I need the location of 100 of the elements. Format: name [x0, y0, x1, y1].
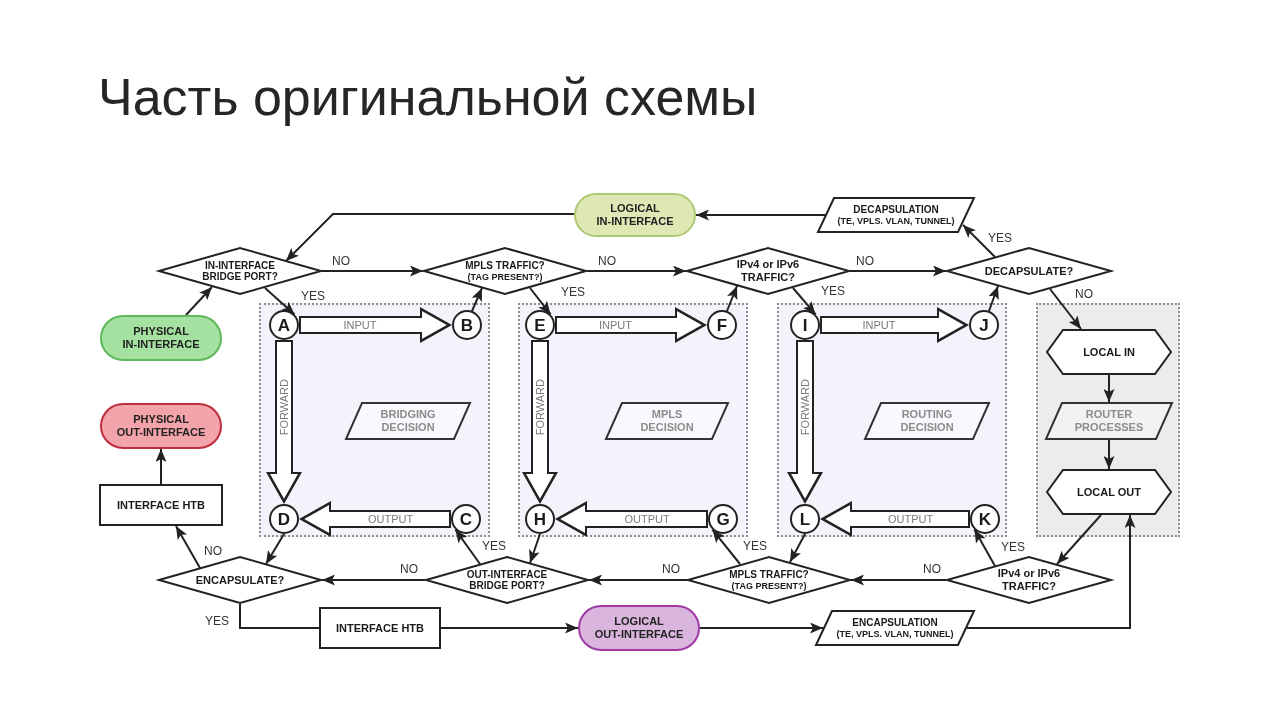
edge-label: NO: [1074, 287, 1094, 301]
arrow: [1056, 514, 1102, 565]
edge-label: NO: [597, 254, 617, 268]
edge-label: NO: [203, 544, 223, 558]
data-parallelogram: BRIDGING DECISION: [345, 402, 471, 440]
arrow: [699, 622, 824, 634]
data-parallelogram: [815, 610, 975, 646]
terminal-pill: PHYSICAL IN-INTERFACE: [100, 315, 222, 361]
circled-letter: C: [451, 504, 481, 534]
arrow: [529, 287, 552, 316]
circled-letter: E: [525, 310, 555, 340]
edge-label: YES: [1000, 540, 1026, 554]
circled-letter: G: [708, 504, 738, 534]
edge-label: FORWARD: [799, 378, 811, 435]
data-parallelogram: ROUTER PROCESSES: [1045, 402, 1173, 440]
node-heading: MPLS TRAFFIC?: [465, 260, 545, 272]
edge-label: YES: [481, 539, 507, 553]
arrow: [185, 286, 213, 316]
circled-letter: B: [452, 310, 482, 340]
node-heading: MPLS TRAFFIC?: [729, 569, 809, 581]
arrow: [1103, 439, 1115, 470]
edge-label: YES: [742, 539, 768, 553]
arrow: [471, 287, 483, 312]
circled-letter: J: [969, 310, 999, 340]
arrow: [264, 287, 296, 316]
dotted-panel: [1036, 303, 1180, 537]
process-hexagon: LOCAL IN: [1046, 329, 1172, 375]
edge-label: OUTPUT: [624, 513, 670, 525]
terminal-pill: LOGICAL IN-INTERFACE: [574, 193, 696, 237]
block-arrow: [820, 501, 970, 537]
connector-line: [239, 603, 320, 629]
edge-label: FORWARD: [278, 378, 290, 435]
arrow: [962, 224, 996, 258]
decision-diamond: ENCAPSULATE?: [158, 556, 322, 604]
arrow: [588, 574, 688, 586]
arrow: [792, 287, 817, 316]
decision-diamond: OUT-INTERFACE BRIDGE PORT?: [425, 556, 589, 604]
edge-label: OUTPUT: [888, 513, 934, 525]
data-parallelogram: [817, 197, 975, 233]
edge-label: YES: [820, 284, 846, 298]
decision-diamond: IPv4 or IPv6 TRAFFIC?: [946, 556, 1112, 604]
circled-letter: D: [269, 504, 299, 534]
terminal-pill: PHYSICAL OUT-INTERFACE: [100, 403, 222, 449]
arrow: [695, 209, 826, 221]
arrow: [321, 574, 426, 586]
block-arrow: [522, 340, 558, 504]
arrow: [175, 525, 201, 569]
arrow: [454, 528, 481, 565]
edge-label: NO: [661, 562, 681, 576]
arrow: [155, 448, 167, 485]
edge-label: YES: [560, 285, 586, 299]
edge-label: OUTPUT: [368, 513, 414, 525]
block-arrow: [820, 307, 969, 343]
title: Часть оригинальной схемы: [98, 68, 758, 128]
arrow: [1049, 288, 1082, 330]
block-arrow: [266, 340, 302, 504]
arrow: [850, 574, 947, 586]
arrow: [1103, 374, 1115, 403]
decision-diamond: [687, 556, 851, 604]
edge-label: NO: [331, 254, 351, 268]
node-detail: (TE, VPLS. VLAN, TUNNEL): [836, 628, 954, 639]
edge-label: NO: [855, 254, 875, 268]
block-arrow: [299, 307, 452, 343]
arrow: [711, 528, 741, 565]
edge-label: INPUT: [343, 319, 377, 331]
process-box: INTERFACE HTB: [319, 607, 441, 649]
circled-letter: L: [790, 504, 820, 534]
circled-letter: I: [790, 310, 820, 340]
node-detail: (TAG PRESENT?): [467, 271, 543, 282]
data-parallelogram: ROUTING DECISION: [864, 402, 990, 440]
arrow: [849, 265, 947, 277]
node-heading: DECAPSULATION: [853, 204, 939, 216]
arrow: [966, 514, 1136, 629]
arrow: [285, 213, 575, 262]
node-heading: ENCAPSULATION: [852, 617, 938, 629]
block-arrow: [787, 340, 823, 504]
block-arrow: [299, 501, 451, 537]
circled-letter: K: [970, 504, 1000, 534]
edge-label: FORWARD: [534, 378, 546, 435]
data-parallelogram: MPLS DECISION: [605, 402, 729, 440]
circled-letter: H: [525, 504, 555, 534]
edge-label: YES: [204, 614, 230, 628]
arrow: [586, 265, 687, 277]
node-detail: (TE, VPLS. VLAN, TUNNEL): [837, 215, 955, 226]
arrow: [988, 285, 999, 312]
decision-diamond: [423, 247, 587, 295]
edge-label: YES: [987, 231, 1013, 245]
process-hexagon: LOCAL OUT: [1046, 469, 1172, 515]
arrow: [440, 622, 579, 634]
block-arrow: [555, 501, 708, 537]
edge-label: INPUT: [599, 319, 632, 331]
edge-label: YES: [300, 289, 326, 303]
process-box: INTERFACE HTB: [99, 484, 223, 526]
block-arrow: [555, 307, 707, 343]
arrow: [973, 528, 996, 567]
terminal-pill: LOGICAL OUT-INTERFACE: [578, 605, 700, 651]
circled-letter: A: [269, 310, 299, 340]
edge-label: NO: [922, 562, 942, 576]
node-detail: (TAG PRESENT?): [731, 580, 807, 591]
circled-letter: F: [707, 310, 737, 340]
